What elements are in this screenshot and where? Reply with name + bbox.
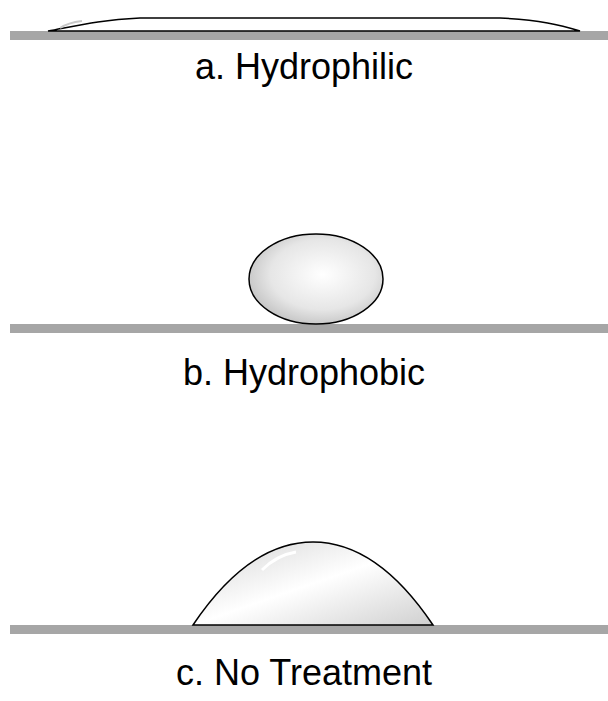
water-film: [48, 18, 580, 31]
water-bead: [249, 234, 383, 324]
panel-label: c. No Treatment: [0, 652, 608, 694]
surface-bar: [10, 324, 608, 333]
panel-label: b. Hydrophobic: [0, 352, 608, 394]
highlight: [60, 21, 82, 28]
water-drop: [193, 542, 433, 625]
panel-label: a. Hydrophilic: [0, 46, 608, 88]
surface-bar: [10, 31, 608, 40]
surface-bar: [10, 625, 608, 634]
highlight: [262, 552, 296, 570]
